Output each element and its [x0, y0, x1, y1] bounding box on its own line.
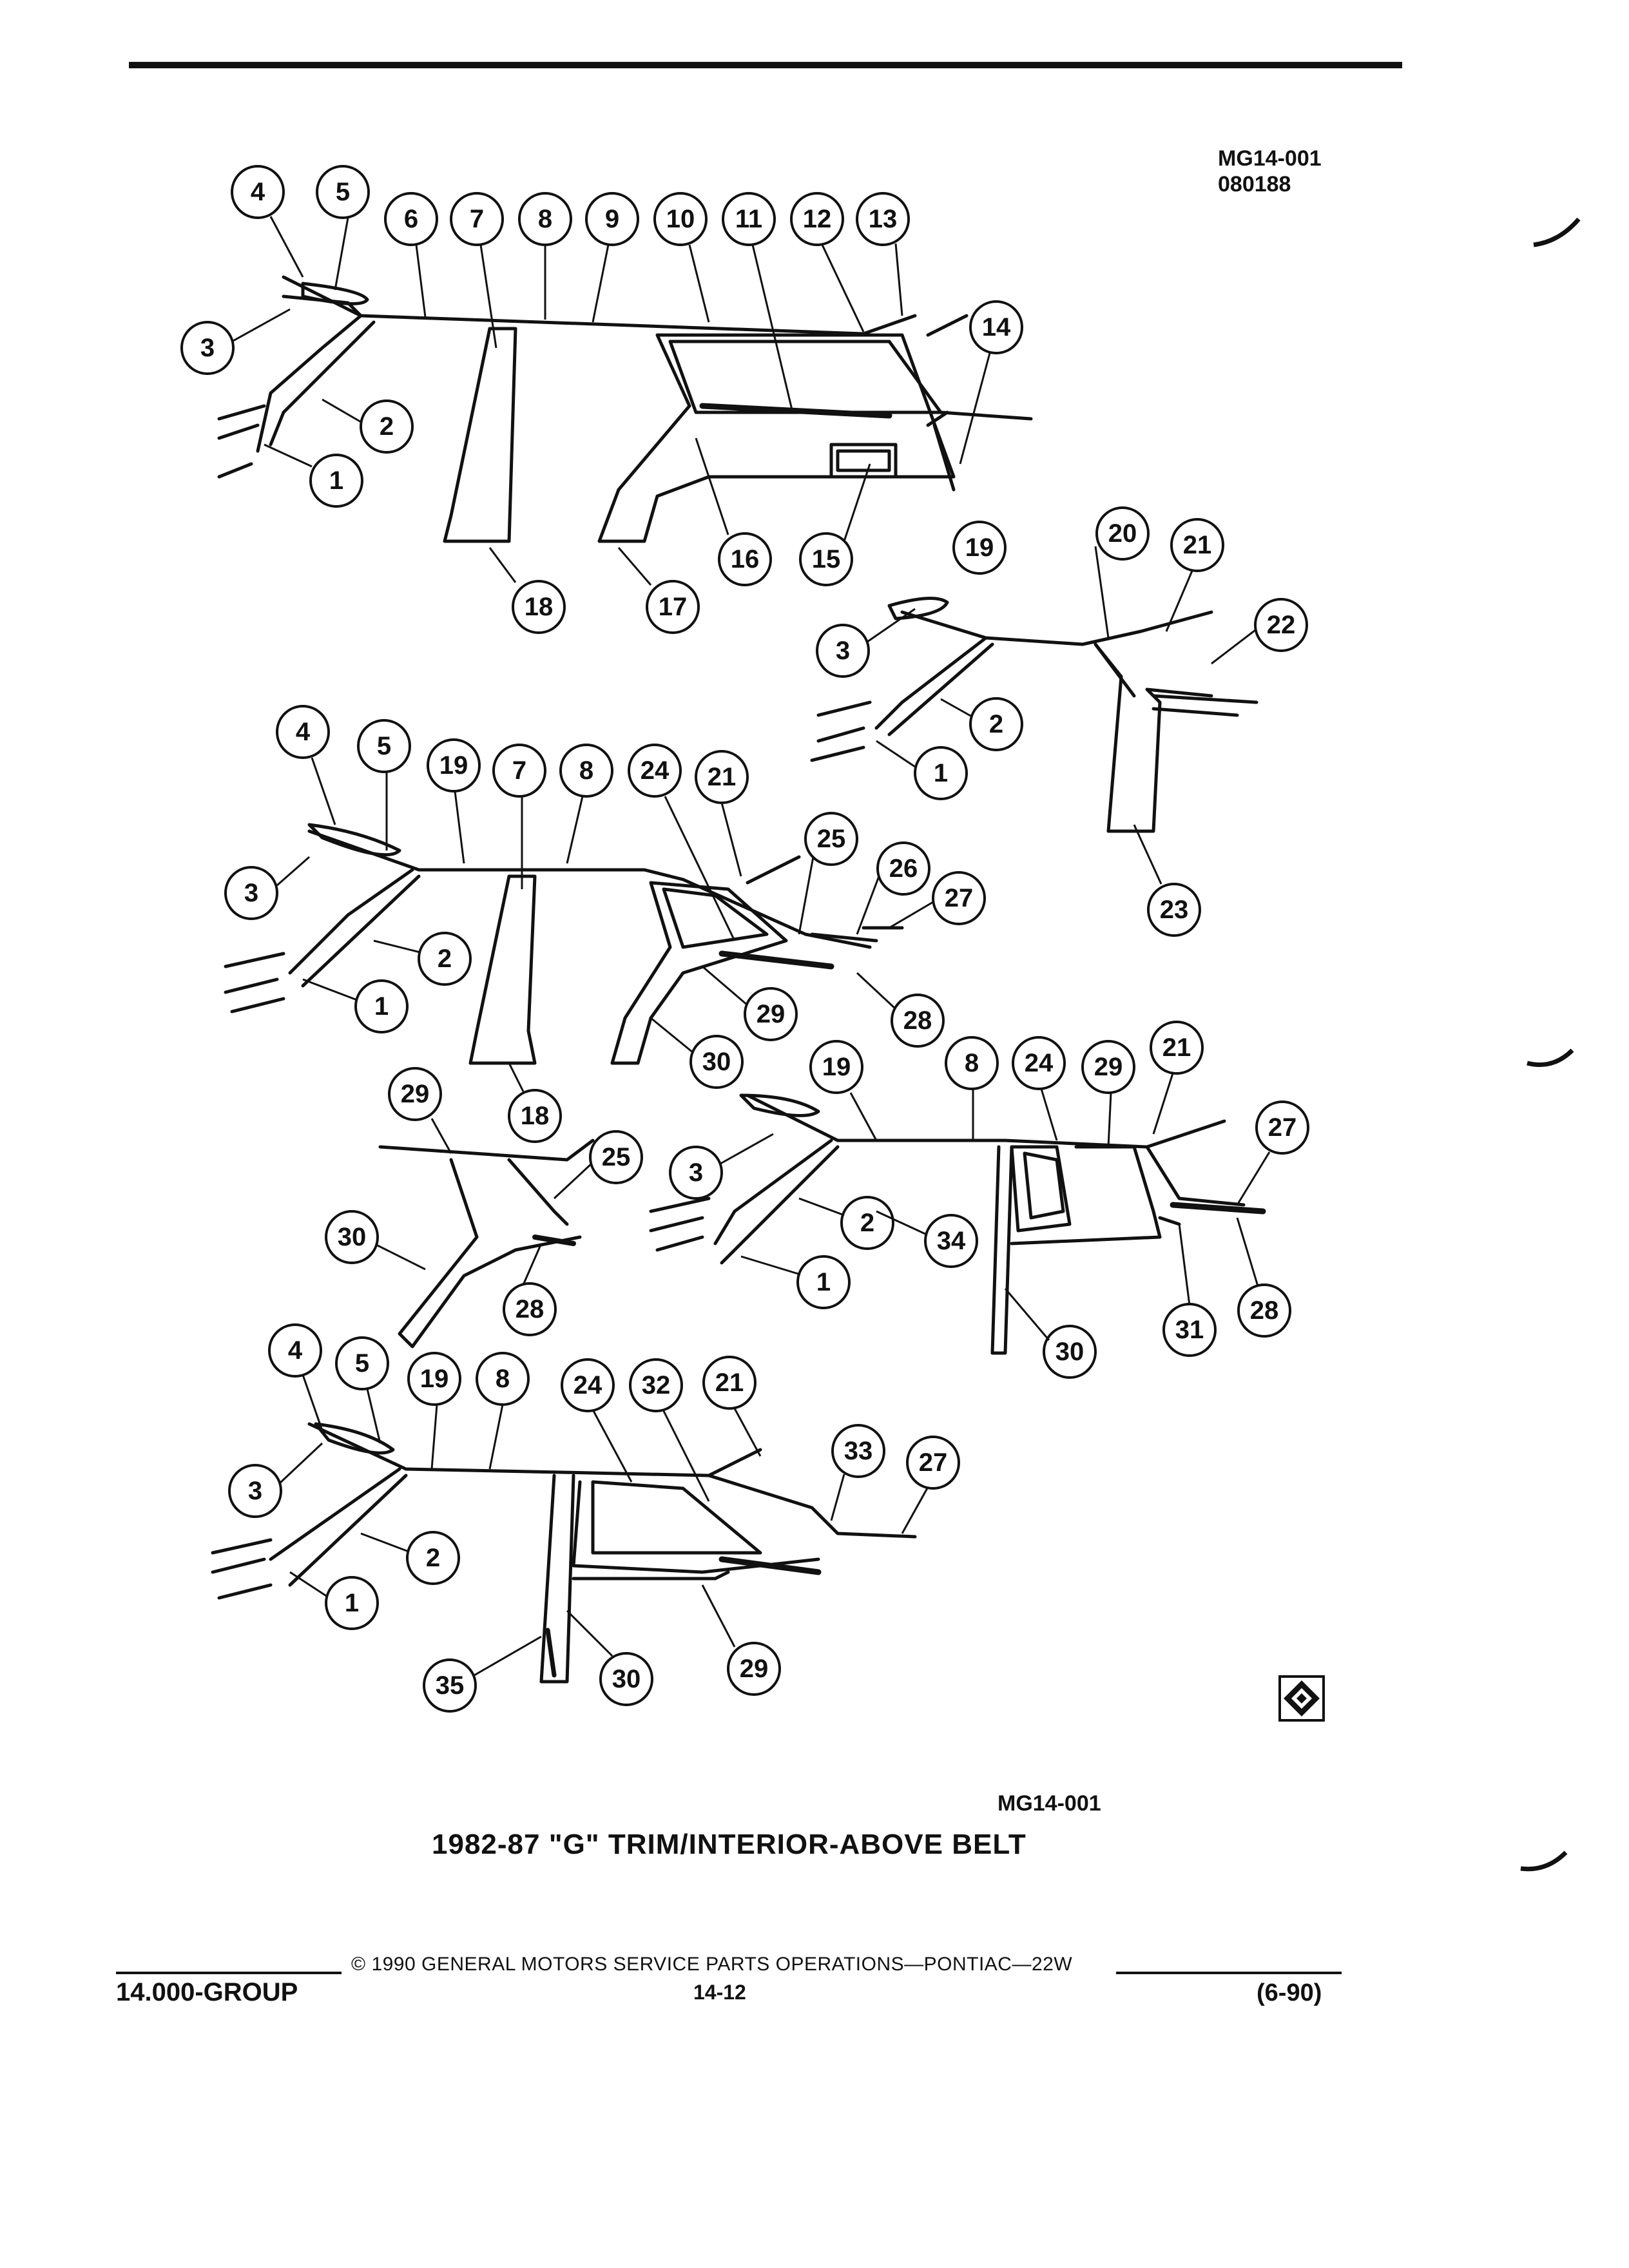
callout-5: 5 [377, 732, 391, 760]
callout-27: 27 [1268, 1113, 1297, 1142]
top-rule [129, 62, 1402, 68]
footer-rule-left [116, 1972, 342, 1974]
view-2-drawing [810, 597, 1258, 833]
callout-30: 30 [1055, 1338, 1084, 1366]
callout-29: 29 [401, 1080, 430, 1108]
callout-28: 28 [903, 1006, 932, 1035]
callout-31: 31 [1175, 1316, 1204, 1344]
callout-21: 21 [1162, 1033, 1191, 1062]
callout-19: 19 [420, 1365, 449, 1393]
callout-2: 2 [426, 1544, 440, 1572]
callout-1: 1 [816, 1268, 831, 1296]
callout-8: 8 [579, 756, 593, 785]
callout-28: 28 [516, 1295, 545, 1323]
callout-16: 16 [731, 545, 760, 573]
callout-4: 4 [296, 718, 311, 746]
callout-22: 22 [1267, 611, 1296, 639]
callout-2: 2 [989, 710, 1003, 738]
callout-23: 23 [1160, 896, 1189, 924]
callout-28: 28 [1250, 1296, 1279, 1325]
callout-5: 5 [336, 178, 350, 206]
callout-7: 7 [512, 756, 526, 785]
callout-29: 29 [757, 1000, 786, 1028]
view-3-drawing [224, 823, 904, 1065]
callout-3: 3 [689, 1158, 703, 1187]
callout-21: 21 [715, 1369, 744, 1397]
view-4-drawing [378, 1139, 595, 1349]
callout-9: 9 [605, 205, 619, 233]
callout-6: 6 [404, 205, 418, 233]
callout-30: 30 [338, 1223, 367, 1251]
ref-date: 080188 [1218, 172, 1291, 197]
callout-3: 3 [248, 1477, 262, 1505]
callout-15: 15 [812, 545, 841, 573]
footer-revision: (6-90) [1257, 1979, 1322, 2006]
callout-27: 27 [919, 1448, 948, 1477]
callout-3: 3 [244, 879, 258, 907]
callout-8: 8 [496, 1365, 510, 1393]
callout-25: 25 [817, 825, 846, 853]
callout-18: 18 [521, 1102, 550, 1130]
figure-title: 1982-87 "G" TRIM/INTERIOR-ABOVE BELT [432, 1829, 1027, 1860]
callout-32: 32 [642, 1371, 671, 1399]
callout-29: 29 [740, 1655, 769, 1683]
callout-34: 34 [937, 1227, 966, 1255]
footer-group: 14.000-GROUP [116, 1978, 298, 2006]
callout-18: 18 [525, 593, 554, 621]
callout-21: 21 [708, 763, 737, 791]
ref-code: MG14-001 [1218, 146, 1322, 171]
callout-26: 26 [889, 854, 918, 883]
callout-14: 14 [982, 313, 1011, 341]
callout-19: 19 [965, 533, 994, 562]
callout-4: 4 [288, 1336, 303, 1365]
callout-1: 1 [374, 992, 389, 1021]
callout-20: 20 [1108, 519, 1137, 548]
view-6-drawing [211, 1422, 917, 1684]
callout-24: 24 [1025, 1049, 1054, 1077]
callout-11: 11 [735, 205, 762, 233]
callout-2: 2 [380, 412, 394, 441]
view-5-drawing [649, 1093, 1266, 1355]
caption-code: MG14-001 [998, 1791, 1101, 1816]
callout-33: 33 [844, 1437, 873, 1465]
callout-1: 1 [329, 466, 343, 495]
callout-30: 30 [612, 1665, 641, 1693]
footer-copyright: © 1990 GENERAL MOTORS SERVICE PARTS OPER… [351, 1954, 1073, 1975]
callout-3: 3 [836, 637, 850, 665]
footer-page-number: 14-12 [693, 1981, 746, 2004]
callout-3: 3 [200, 334, 215, 362]
callout-19: 19 [822, 1053, 851, 1081]
callout-29: 29 [1094, 1053, 1123, 1081]
callout-2: 2 [438, 945, 452, 973]
callout-35: 35 [436, 1671, 465, 1700]
margin-marks [1520, 217, 1581, 1872]
callout-27: 27 [945, 884, 974, 912]
callout-17: 17 [659, 593, 688, 621]
callout-1: 1 [345, 1589, 359, 1617]
callout-21: 21 [1183, 531, 1212, 559]
callout-19: 19 [439, 751, 468, 780]
callout-12: 12 [803, 205, 832, 233]
callout-24: 24 [574, 1371, 602, 1399]
callout-4: 4 [251, 178, 265, 206]
callout-8: 8 [538, 205, 552, 233]
footer-rule-right [1116, 1972, 1342, 1974]
logo-diamond-icon [1278, 1675, 1325, 1722]
callout-2: 2 [860, 1209, 874, 1237]
view-1-drawing [217, 275, 1033, 543]
callout-13: 13 [869, 205, 898, 233]
callout-24: 24 [641, 756, 670, 785]
callout-30: 30 [702, 1048, 731, 1076]
callout-1: 1 [934, 759, 948, 787]
callout-25: 25 [602, 1143, 631, 1171]
callout-10: 10 [666, 205, 695, 233]
callout-7: 7 [470, 205, 484, 233]
callout-8: 8 [965, 1049, 979, 1077]
callout-5: 5 [355, 1349, 369, 1378]
